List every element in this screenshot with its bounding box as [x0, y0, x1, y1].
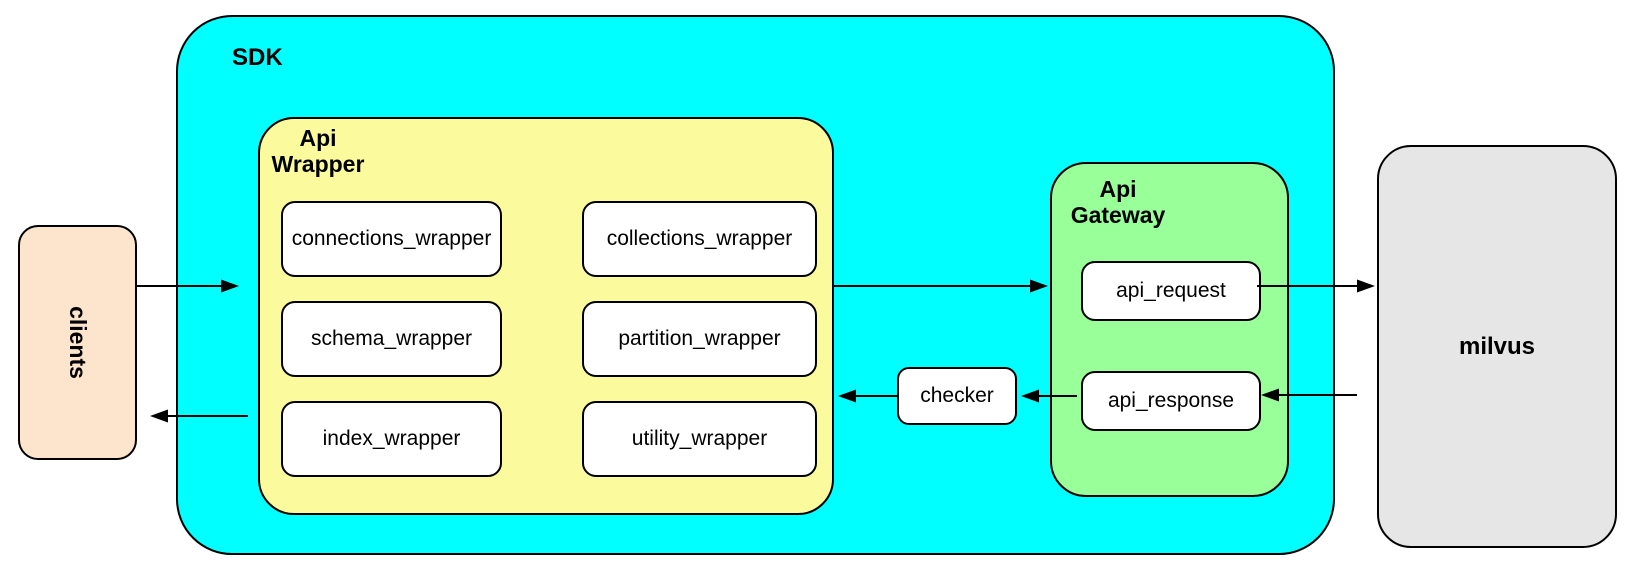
clients-label: clients: [65, 306, 91, 379]
api-wrapper-label: Api Wrapper: [271, 125, 365, 177]
sdk-label: SDK: [232, 44, 283, 71]
node-index-wrapper: index_wrapper: [281, 401, 502, 477]
index-wrapper-label: index_wrapper: [322, 427, 461, 450]
node-sdk: SDK Api Wrapper connections_wrapper coll…: [176, 15, 1335, 555]
api-request-label: api_request: [1116, 279, 1226, 302]
node-connections-wrapper: connections_wrapper: [281, 201, 502, 277]
node-schema-wrapper: schema_wrapper: [281, 301, 502, 377]
milvus-label: milvus: [1458, 332, 1536, 360]
node-clients: clients: [18, 225, 137, 460]
utility-wrapper-label: utility_wrapper: [631, 427, 768, 450]
node-milvus: milvus: [1377, 145, 1617, 548]
connections-wrapper-label: connections_wrapper: [291, 227, 492, 250]
node-checker: checker: [897, 367, 1017, 425]
schema-wrapper-label: schema_wrapper: [310, 327, 473, 350]
partition-wrapper-label: partition_wrapper: [618, 327, 781, 350]
node-partition-wrapper: partition_wrapper: [582, 301, 817, 377]
node-api-request: api_request: [1081, 261, 1261, 321]
node-api-response: api_response: [1081, 371, 1261, 431]
checker-label: checker: [920, 384, 994, 407]
node-utility-wrapper: utility_wrapper: [582, 401, 817, 477]
node-collections-wrapper: collections_wrapper: [582, 201, 817, 277]
api-response-label: api_response: [1107, 389, 1235, 412]
api-gateway-label: Api Gateway: [1070, 176, 1166, 228]
node-api-gateway: Api Gateway api_request api_response: [1050, 162, 1289, 497]
node-api-wrapper: Api Wrapper connections_wrapper collecti…: [258, 117, 834, 515]
collections-wrapper-label: collections_wrapper: [606, 227, 793, 250]
